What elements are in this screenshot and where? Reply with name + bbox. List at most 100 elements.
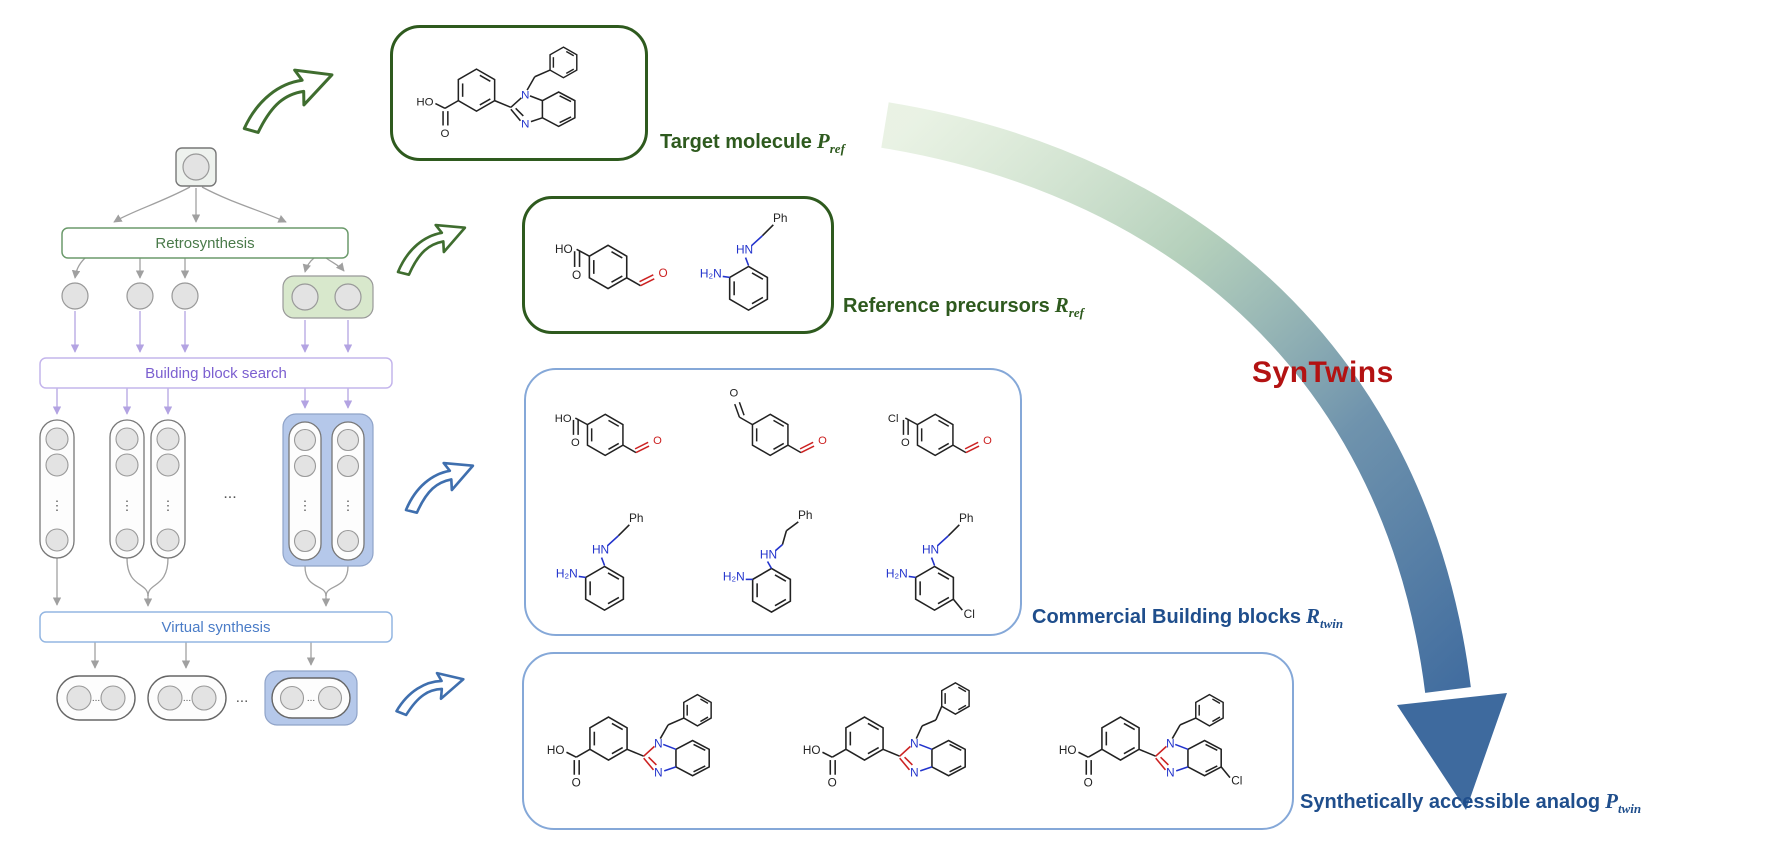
selected-bb-columns: ⋮ ⋮ [282,413,374,567]
svg-text:O: O [1084,776,1093,789]
svg-text:O: O [983,435,992,447]
svg-text:Cl: Cl [963,607,974,621]
precursor-nodes [61,282,199,310]
svg-text:O: O [828,776,837,789]
molecule-bb-amine-3-chloro: Ph HN H₂N Cl [886,511,975,621]
svg-text:⋮: ⋮ [342,498,355,513]
molecule-bb-amine-2: Ph HN H₂N [723,508,813,613]
svg-text:O: O [818,435,827,447]
syntwins-flow-arrow [881,102,1507,810]
molecule-analog-3-chloro: HO O N N Cl [1059,693,1242,789]
bb-column: ⋮ [109,419,145,559]
retrosynthesis-label: Retrosynthesis [155,235,254,252]
building-block-search-step: Building block search [39,357,393,389]
analogs-box: HO O N N [522,652,1294,830]
analog-symbol: Ptwin [1605,789,1642,817]
svg-text:HO: HO [416,96,433,108]
bb-column: ⋮ [150,419,186,559]
target-molecule-box: HO O N N [390,25,648,161]
svg-text:HO: HO [555,413,572,425]
molecule-bb-acid-1: HO O O [555,413,662,457]
bb-column: ⋮ [39,419,75,559]
svg-text:...: ... [183,693,191,704]
target-molecule-label-text: Target molecule [660,131,812,153]
building-blocks-label-text: Commercial Building blocks [1032,606,1301,628]
svg-text:Cl: Cl [888,413,899,425]
virtual-synthesis-step: Virtual synthesis [39,611,393,643]
molecule-bb-acyl-chloride: Cl O O [888,413,992,457]
svg-text:N: N [1166,766,1174,779]
molecule-precursor-acid: HO O O [555,242,668,290]
virtual-synthesis-label: Virtual synthesis [162,619,271,636]
svg-text:⋮: ⋮ [51,498,64,513]
svg-text:H₂N: H₂N [886,566,908,580]
svg-text:HN: HN [592,543,609,557]
search-tree-diagram: Retrosynthesis Building block search ⋮ [39,147,393,726]
svg-text:N: N [654,737,662,750]
building-blocks-row-acids: HO O O O O [526,377,1020,489]
svg-text:...: ... [92,693,100,704]
molecule-precursor-amine: Ph HN H₂N [700,211,788,311]
svg-text:O: O [571,437,580,449]
selected-product-node: ... [264,670,358,726]
molecule-target: HO O N N [416,46,578,140]
building-blocks-row-amines: Ph HN H₂N Ph HN H₂N [526,503,1020,627]
svg-text:HO: HO [803,744,821,757]
analogs-row: HO O N N [524,676,1292,807]
svg-text:O: O [729,388,738,400]
molecule-bb-dialdehyde: O O [729,388,827,457]
molecule-bb-amine-1: Ph HN H₂N [556,511,644,611]
precursors-symbol: Rref [1054,293,1084,321]
svg-text:O: O [653,435,662,447]
svg-text:HO: HO [547,744,565,757]
svg-text:O: O [441,128,450,140]
molecule-analog-2: HO O N N [803,681,970,789]
svg-text:O: O [572,776,581,789]
svg-text:O: O [572,268,581,282]
syntwins-label: SynTwins [1252,356,1394,389]
product-node: ... [147,675,227,721]
svg-text:⋮: ⋮ [299,498,312,513]
svg-text:HN: HN [760,548,777,562]
svg-text:O: O [659,266,668,280]
svg-text:HN: HN [922,543,939,557]
building-blocks-box: HO O O O O [524,368,1022,636]
reference-precursors-box: HO O O Ph HN H₂N [522,196,834,334]
building-block-search-label: Building block search [145,365,287,382]
retrosynthesis-step: Retrosynthesis [61,227,349,259]
svg-text:HO: HO [555,242,573,256]
molecule-analog-1: HO O N N [547,693,712,789]
svg-text:HO: HO [1059,744,1077,757]
svg-text:HN: HN [736,243,753,257]
svg-text:...: ... [223,485,236,502]
svg-text:⋮: ⋮ [121,498,134,513]
svg-text:...: ... [236,689,249,706]
svg-text:Ph: Ph [629,511,644,525]
product-nodes: ... ... ... ... [56,670,358,726]
svg-text:N: N [521,118,529,130]
svg-text:N: N [1166,737,1174,750]
svg-text:H₂N: H₂N [723,569,745,583]
target-symbol: Pref [816,129,845,157]
svg-text:Cl: Cl [1231,774,1242,787]
selected-precursor-pair [282,275,374,319]
svg-text:O: O [901,437,910,449]
product-node: ... [56,675,136,721]
svg-text:H₂N: H₂N [700,266,722,280]
svg-text:...: ... [307,693,315,704]
svg-text:H₂N: H₂N [556,566,578,580]
tree-arrows-gray [52,186,349,669]
building-block-columns: ⋮ ⋮ ⋮ ... ⋮ [39,413,374,567]
svg-text:Ph: Ph [959,511,974,525]
svg-text:N: N [910,766,918,779]
svg-text:Ph: Ph [773,211,788,225]
svg-text:Ph: Ph [798,508,813,522]
building-blocks-symbol: Rtwin [1305,604,1344,632]
analog-label-text: Synthetically accessible analog [1300,791,1601,813]
